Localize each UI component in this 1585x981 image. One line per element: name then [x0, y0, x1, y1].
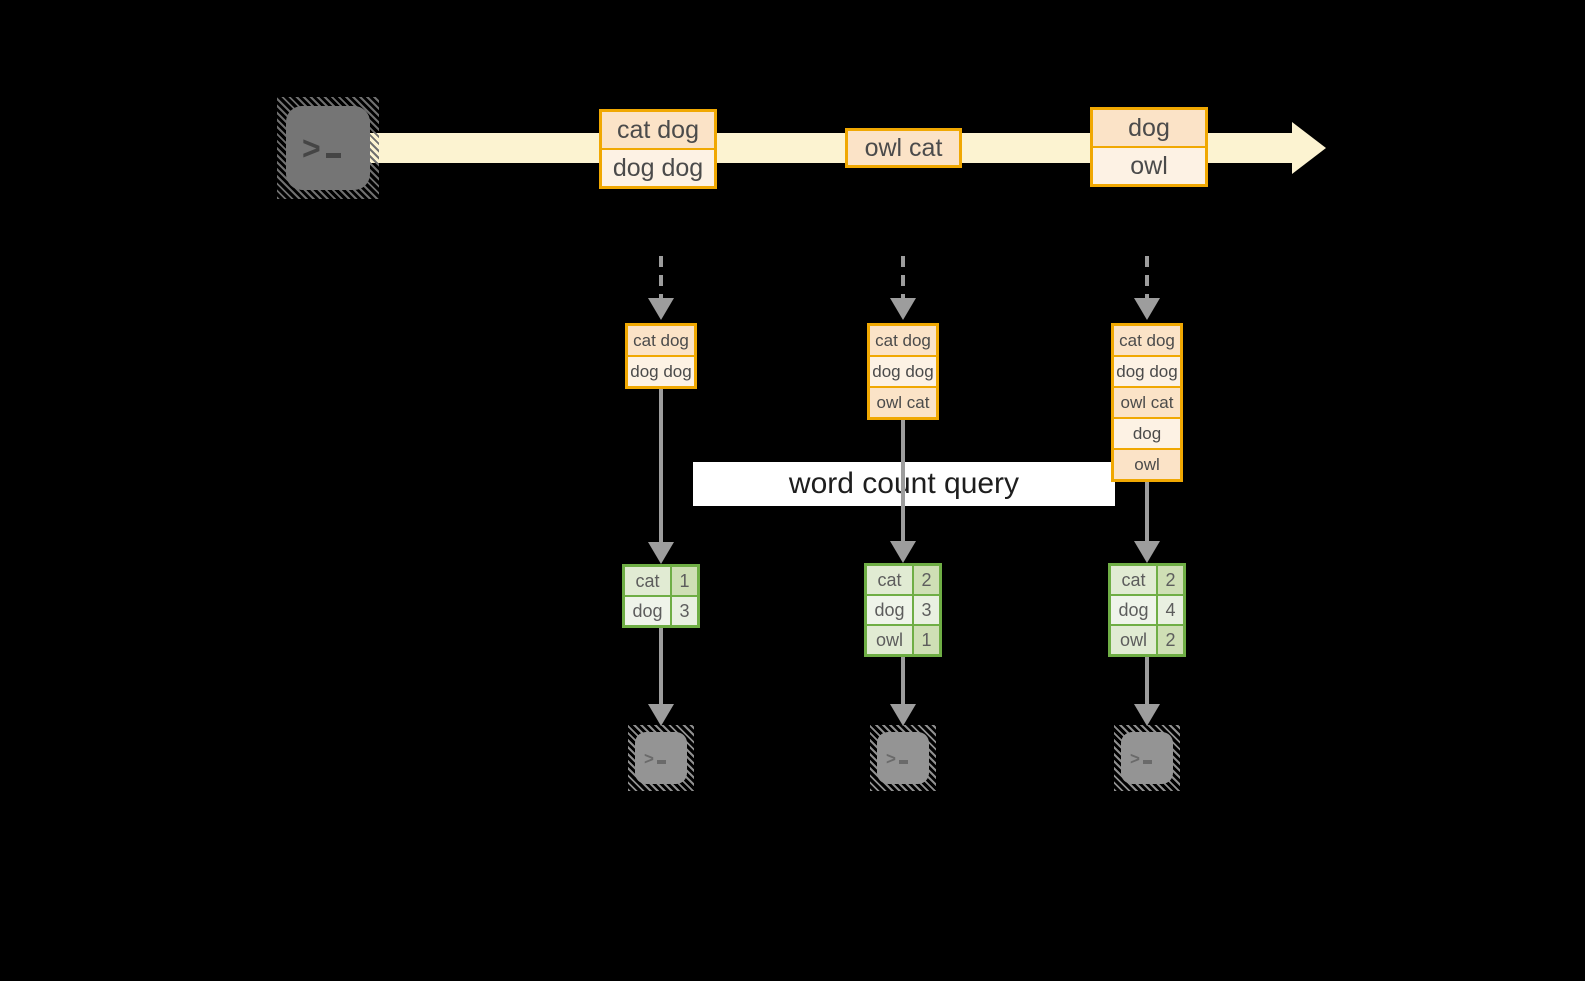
word-cell: cat: [1111, 566, 1158, 594]
count-cell: 1: [672, 567, 697, 595]
batch-input-stack-1: cat dog dog dog: [625, 323, 697, 389]
output-terminal-icon-1: >: [628, 725, 694, 791]
prompt-chevron-icon: >: [644, 748, 654, 768]
arrow-head-icon: [890, 704, 916, 726]
arrow-head-icon: [1134, 704, 1160, 726]
word-cell: owl: [867, 626, 914, 654]
count-cell: 3: [672, 597, 697, 625]
prompt-cursor-icon: [1142, 760, 1152, 764]
table-row: dog 3: [867, 594, 939, 624]
word-cell: cat: [625, 567, 672, 595]
word-cell: dog: [625, 597, 672, 625]
table-row: cat 1: [625, 567, 697, 595]
prompt-cursor-icon: [325, 152, 341, 158]
input-line: cat dog: [628, 326, 694, 355]
arrow-head-icon: [890, 541, 916, 563]
dashed-arrow-line: [901, 256, 905, 298]
table-row: owl 1: [867, 624, 939, 654]
arrow-line: [1145, 657, 1149, 704]
word-cell: dog: [867, 596, 914, 624]
event-line: dog dog: [602, 148, 714, 186]
arrow-line: [659, 628, 663, 704]
input-line: owl cat: [1114, 386, 1180, 417]
arrow-head-icon: [1134, 541, 1160, 563]
prompt-chevron-icon: >: [886, 748, 896, 768]
input-line: owl cat: [870, 386, 936, 417]
table-row: dog 4: [1111, 594, 1183, 624]
event-line: cat dog: [602, 112, 714, 148]
arrow-line: [901, 657, 905, 704]
prompt-cursor-icon: [656, 760, 666, 764]
input-line: dog dog: [1114, 355, 1180, 386]
prompt-cursor-icon: [898, 760, 908, 764]
batch-input-stack-3: cat dog dog dog owl cat dog owl: [1111, 323, 1183, 482]
count-cell: 2: [914, 566, 939, 594]
count-cell: 2: [1158, 626, 1183, 654]
output-terminal-icon-3: >: [1114, 725, 1180, 791]
stream-event-box-1: cat dog dog dog: [599, 109, 717, 189]
count-table-2: cat 2 dog 3 owl 1: [864, 563, 942, 657]
input-line: owl: [1114, 448, 1180, 479]
count-cell: 3: [914, 596, 939, 624]
output-terminal-icon-2: >: [870, 725, 936, 791]
count-cell: 4: [1158, 596, 1183, 624]
terminal-screen: >: [286, 106, 370, 190]
table-row: dog 3: [625, 595, 697, 625]
stream-arrowhead-icon: [1292, 122, 1326, 174]
count-table-1: cat 1 dog 3: [622, 564, 700, 628]
dashed-arrow-head-icon: [1134, 298, 1160, 320]
count-cell: 2: [1158, 566, 1183, 594]
dashed-arrow-line: [1145, 256, 1149, 298]
stream-event-box-2: owl cat: [845, 128, 962, 168]
terminal-screen: >: [635, 732, 687, 784]
arrow-head-icon: [648, 542, 674, 564]
terminal-screen: >: [877, 732, 929, 784]
stream-event-box-3: dog owl: [1090, 107, 1208, 187]
dashed-arrow-line: [659, 256, 663, 298]
arrow-head-icon: [648, 704, 674, 726]
prompt-chevron-icon: >: [1130, 748, 1140, 768]
input-line: dog: [1114, 417, 1180, 448]
count-table-3: cat 2 dog 4 owl 2: [1108, 563, 1186, 657]
prompt-chevron-icon: >: [302, 129, 321, 167]
arrow-line: [901, 418, 905, 541]
input-line: cat dog: [1114, 326, 1180, 355]
batch-input-stack-2: cat dog dog dog owl cat: [867, 323, 939, 420]
count-cell: 1: [914, 626, 939, 654]
source-terminal-icon: >: [277, 97, 379, 199]
input-line: cat dog: [870, 326, 936, 355]
word-cell: cat: [867, 566, 914, 594]
event-line: owl cat: [848, 131, 959, 165]
table-row: cat 2: [1111, 566, 1183, 594]
table-row: cat 2: [867, 566, 939, 594]
terminal-screen: >: [1121, 732, 1173, 784]
input-line: dog dog: [628, 355, 694, 386]
word-cell: owl: [1111, 626, 1158, 654]
event-line: dog: [1093, 110, 1205, 146]
event-line: owl: [1093, 146, 1205, 184]
word-cell: dog: [1111, 596, 1158, 624]
arrow-line: [1145, 482, 1149, 541]
table-row: owl 2: [1111, 624, 1183, 654]
dashed-arrow-head-icon: [890, 298, 916, 320]
arrow-line: [659, 385, 663, 542]
dashed-arrow-head-icon: [648, 298, 674, 320]
input-line: dog dog: [870, 355, 936, 386]
